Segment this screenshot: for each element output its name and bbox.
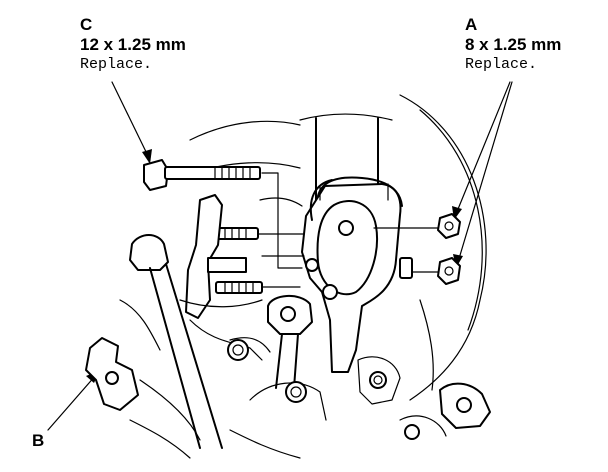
bolt-a-lower [399,257,461,285]
callout-c-note: Replace. [80,56,152,73]
leader-line-c [111,81,152,164]
callout-c-size: 12 x 1.25 mm [80,35,186,54]
callout-a-size: 8 x 1.25 mm [465,35,561,54]
bolt-c-guide [261,172,303,269]
lower-arm [129,319,327,459]
steering-knuckle [301,183,402,373]
bracket [185,194,247,319]
callout-a: A 8 x 1.25 mm Replace. [465,15,561,73]
callout-c: C 12 x 1.25 mm Replace. [80,15,186,73]
hub-outline [187,94,487,401]
callout-a-letter: A [465,15,477,34]
bracket-b [85,337,139,411]
callout-b: B [32,431,44,450]
brake-mount [357,356,447,440]
bolt-a-upper [373,213,461,239]
leader-line-b [47,370,100,431]
ball-joint [267,295,313,389]
lower-stud [215,281,301,294]
stabilizer-link [129,234,223,449]
strut-clamp [309,176,403,221]
callout-b-letter: B [32,431,44,450]
callout-c-letter: C [80,15,92,34]
tie-rod-end [439,382,491,429]
background-detail [119,197,434,441]
bolt-c [143,159,261,191]
callout-a-note: Replace. [465,56,537,73]
